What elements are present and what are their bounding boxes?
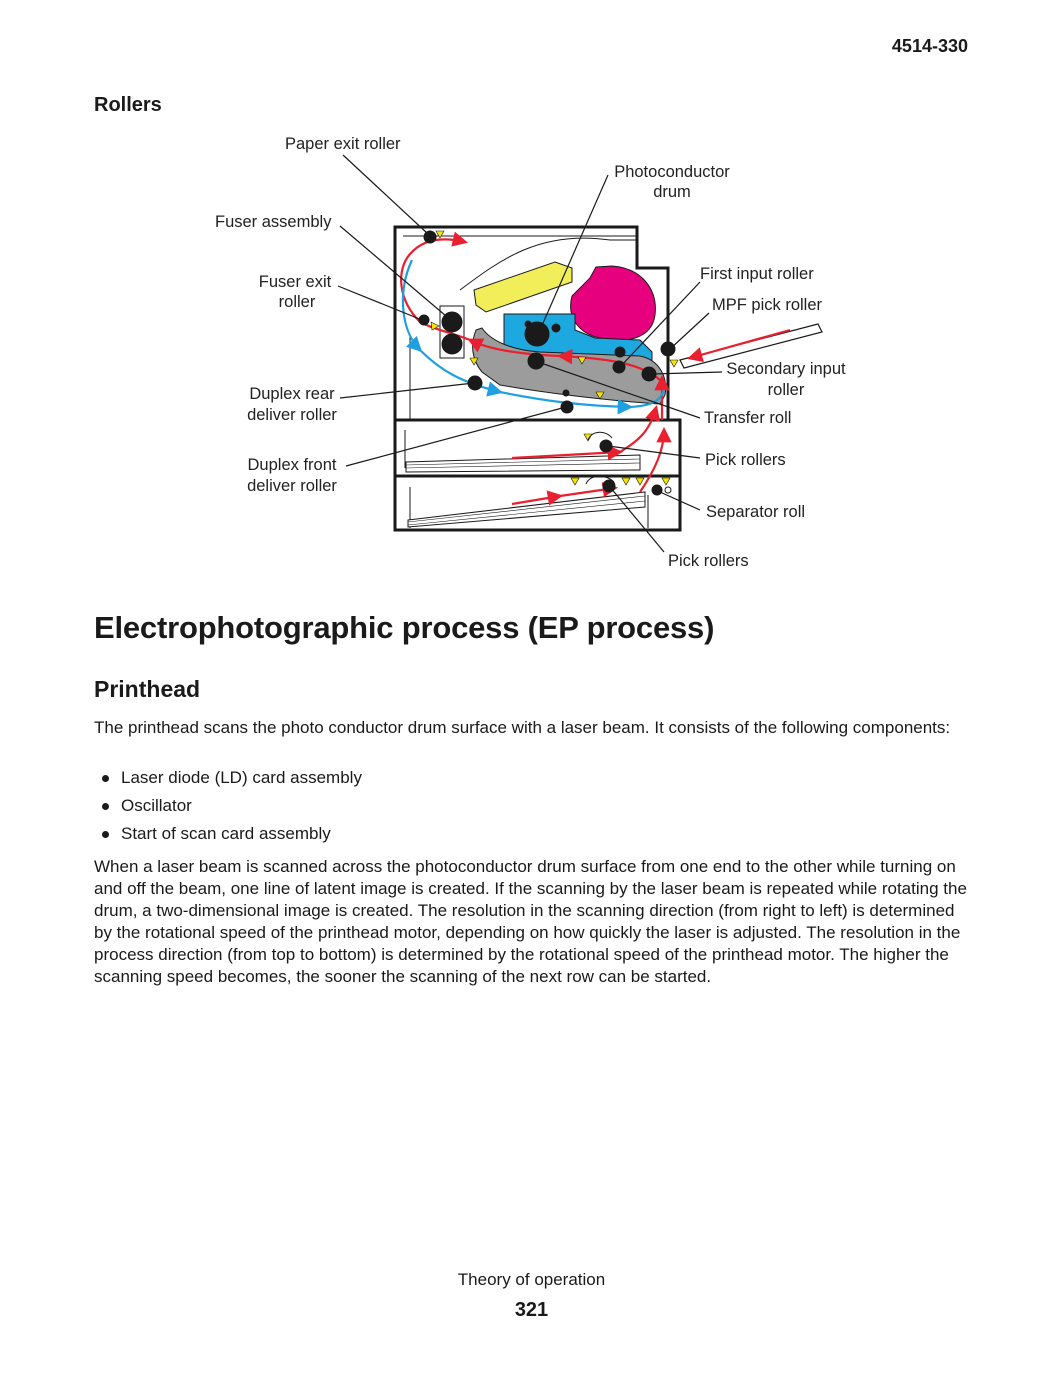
mpf-pick-roller bbox=[660, 341, 676, 357]
printer-frame bbox=[393, 225, 682, 532]
list-item: Oscillator bbox=[94, 795, 362, 823]
label-paper-exit-roller: Paper exit roller bbox=[285, 135, 401, 153]
paper-path bbox=[400, 231, 791, 506]
label-duplex-front-deliver-roller-2: deliver roller bbox=[247, 477, 337, 495]
tray-2-paper bbox=[407, 491, 646, 528]
label-duplex-rear-deliver-roller-2: deliver roller bbox=[247, 406, 337, 424]
document-number: 4514-330 bbox=[891, 36, 968, 56]
footer-section-label: Theory of operation bbox=[457, 1270, 606, 1289]
label-fuser-assembly: Fuser assembly bbox=[215, 213, 332, 231]
printhead-description: When a laser beam is scanned across the … bbox=[94, 857, 967, 986]
label-fuser-exit-roller-2: roller bbox=[279, 293, 316, 311]
bullet-icon bbox=[102, 775, 109, 782]
tray-1-paper bbox=[405, 454, 641, 473]
exit-tray bbox=[459, 237, 636, 291]
toner-hopper bbox=[570, 265, 656, 341]
toner-cartridge bbox=[473, 261, 573, 313]
first-input-roller bbox=[614, 346, 626, 358]
transfer-roll bbox=[527, 352, 545, 370]
separator-roll bbox=[651, 484, 663, 496]
label-photoconductor-drum: Photoconductor bbox=[614, 163, 730, 181]
list-item: Laser diode (LD) card assembly bbox=[94, 767, 362, 795]
label-transfer-roll: Transfer roll bbox=[704, 409, 791, 427]
label-secondary-input-roller-2: roller bbox=[768, 381, 805, 399]
label-fuser-exit-roller: Fuser exit bbox=[259, 273, 332, 291]
chapter-title: Electrophotographic process (EP process) bbox=[94, 610, 715, 645]
label-first-input-roller: First input roller bbox=[700, 265, 814, 283]
duplex-path bbox=[401, 259, 666, 415]
label-photoconductor-drum-2: drum bbox=[653, 183, 691, 201]
rollers-heading: Rollers bbox=[94, 94, 162, 116]
label-pick-rollers-upper: Pick rollers bbox=[705, 451, 786, 469]
fuser-pressure-roller bbox=[441, 333, 463, 355]
list-item: Start of scan card assembly bbox=[94, 823, 362, 851]
leader-lines bbox=[337, 154, 723, 553]
printhead-intro: The printhead scans the photo conductor … bbox=[94, 718, 951, 737]
label-duplex-rear-deliver-roller: Duplex rear bbox=[249, 385, 335, 403]
paper-exit-roller bbox=[423, 230, 437, 244]
page-number: 321 bbox=[514, 1299, 549, 1321]
fuser-exit-roller bbox=[418, 314, 430, 326]
label-separator-roll: Separator roll bbox=[706, 503, 805, 521]
rollers-diagram: Paper exit roller Photoconductor drum Fu… bbox=[215, 135, 846, 570]
bullet-icon bbox=[102, 831, 109, 838]
printhead-heading: Printhead bbox=[94, 676, 201, 702]
bullet-icon bbox=[102, 803, 109, 810]
photoconductor-drum bbox=[524, 321, 550, 347]
label-mpf-pick-roller: MPF pick roller bbox=[712, 296, 823, 314]
fuser-heat-roller bbox=[441, 311, 463, 333]
duplex-rear-deliver-roller bbox=[467, 375, 483, 391]
label-secondary-input-roller: Secondary input bbox=[726, 360, 846, 378]
component-list: Laser diode (LD) card assembly Oscillato… bbox=[94, 767, 362, 851]
label-duplex-front-deliver-roller: Duplex front bbox=[248, 456, 337, 474]
duplex-front-deliver-roller bbox=[560, 400, 574, 414]
label-pick-rollers-lower: Pick rollers bbox=[668, 552, 749, 570]
indicator-markers bbox=[430, 230, 679, 486]
